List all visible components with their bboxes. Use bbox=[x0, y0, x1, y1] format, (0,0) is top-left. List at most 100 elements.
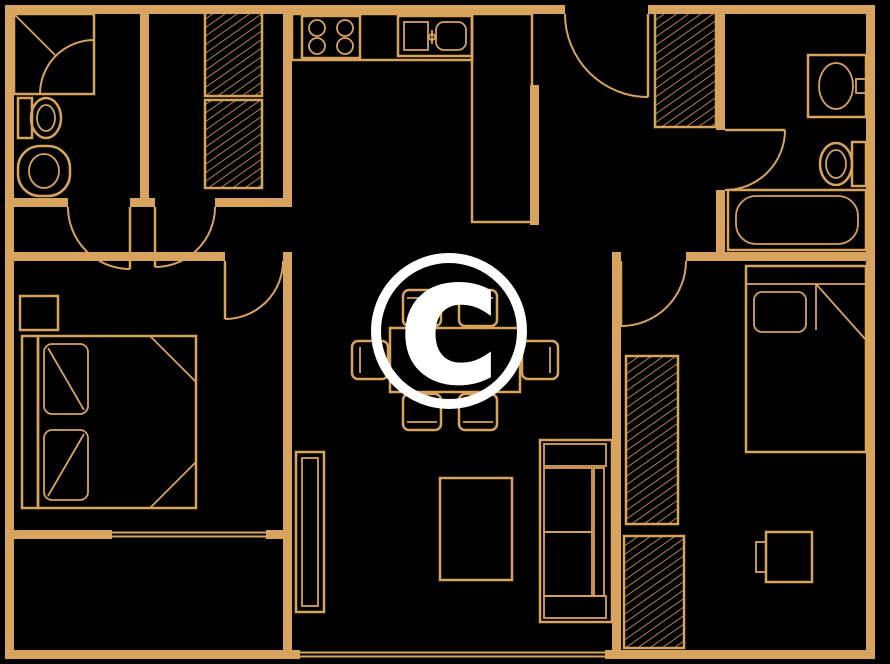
bathtub-outline bbox=[726, 188, 868, 252]
wall-bedroom-master-top bbox=[14, 252, 225, 261]
basin-outline bbox=[16, 144, 72, 198]
wall-corridor-a bbox=[14, 198, 68, 207]
toilet-bowl bbox=[29, 96, 63, 140]
shelf-outline bbox=[294, 450, 326, 614]
window-pane-line bbox=[300, 655, 605, 658]
bathtub-icon bbox=[726, 188, 868, 252]
dining-chair bbox=[457, 288, 499, 328]
wall-right-outer bbox=[866, 5, 875, 659]
wash-basin-icon bbox=[16, 144, 72, 198]
hatched-wardrobe-icon bbox=[203, 10, 264, 98]
desk-chair-icon bbox=[755, 530, 814, 584]
hatched-wardrobe-icon bbox=[622, 534, 686, 650]
bedroom-second bbox=[622, 264, 868, 650]
wall-hall-bath-upper bbox=[716, 5, 725, 130]
toilet-bowl bbox=[818, 141, 854, 187]
window-pane-line bbox=[300, 651, 605, 654]
wall-corridor-b bbox=[130, 198, 155, 207]
pillow bbox=[753, 291, 807, 333]
toilet-icon bbox=[16, 96, 63, 140]
shower-enclosure bbox=[12, 12, 96, 96]
pillow bbox=[43, 343, 89, 415]
chair-backrest bbox=[755, 541, 767, 573]
chair-seat bbox=[457, 288, 499, 328]
watermark-letter: C bbox=[401, 260, 496, 412]
basin-bowl bbox=[818, 62, 854, 110]
hatched-wardrobe-icon bbox=[203, 98, 264, 190]
windows bbox=[112, 530, 605, 659]
sofa-backrest bbox=[593, 467, 605, 597]
burner bbox=[336, 19, 354, 37]
hatched-coat-closet-icon bbox=[653, 10, 718, 129]
wall-top-outer-right bbox=[648, 5, 875, 14]
sink-unit bbox=[396, 14, 474, 58]
kitchen bbox=[290, 12, 534, 224]
window-gap bbox=[300, 650, 605, 659]
bedroom-master bbox=[18, 294, 198, 510]
bathtub-basin bbox=[735, 195, 859, 245]
sofa-cushion bbox=[543, 531, 593, 597]
door-swing-arc bbox=[224, 260, 284, 320]
window-pane-line bbox=[112, 535, 266, 538]
hatched-wardrobe-icon bbox=[624, 354, 680, 526]
tv-stand bbox=[438, 476, 514, 582]
sink-drainer bbox=[403, 21, 429, 51]
balcony-window bbox=[112, 530, 266, 539]
wall-bath-closet-divider bbox=[140, 5, 149, 207]
double-bed-icon bbox=[20, 334, 198, 510]
toilet-bowl-inner bbox=[36, 104, 56, 132]
burner bbox=[336, 37, 354, 55]
counter-side bbox=[470, 12, 534, 224]
pillow-fold bbox=[47, 347, 85, 411]
wall-bedroom-living-divider bbox=[283, 252, 292, 650]
toilet-icon bbox=[818, 140, 868, 188]
bedroom-master-door bbox=[223, 260, 284, 320]
bathroom-small bbox=[12, 12, 96, 198]
shower-door-arc bbox=[39, 39, 95, 95]
bathroom-small-door bbox=[67, 206, 132, 270]
wall-closet-kitchen-divider bbox=[283, 5, 292, 207]
faucet bbox=[855, 78, 867, 94]
walk-in-closet bbox=[203, 10, 264, 190]
chair-seat bbox=[350, 339, 390, 381]
living-room-window bbox=[300, 650, 605, 659]
dining-chair bbox=[520, 339, 560, 381]
wall-kitchen-hall-stub bbox=[530, 85, 539, 225]
bed-headboard bbox=[745, 265, 867, 285]
single-bed-icon bbox=[744, 264, 868, 454]
shower-cabin-icon bbox=[12, 12, 96, 96]
entry-hall bbox=[653, 10, 718, 129]
door-swing-arc bbox=[564, 13, 649, 98]
blanket-fold bbox=[149, 335, 197, 383]
door-swing-arc bbox=[154, 206, 216, 268]
shelf-unit-icon bbox=[294, 450, 326, 614]
faucet-base bbox=[428, 33, 436, 41]
bedroom-second-door bbox=[619, 260, 687, 327]
dining-chair bbox=[401, 288, 443, 328]
burner bbox=[308, 37, 326, 55]
cooktop-outline bbox=[300, 14, 362, 60]
bed-outline bbox=[36, 334, 198, 510]
wall-hall-bath-lower bbox=[716, 190, 725, 261]
pillow-fold bbox=[47, 433, 85, 497]
nightstand bbox=[18, 294, 60, 332]
wall-corridor-c bbox=[215, 198, 283, 207]
shelf-inner bbox=[301, 457, 319, 607]
entrance-door bbox=[564, 13, 650, 98]
toilet-bowl-inner bbox=[825, 149, 847, 179]
bathroom-main bbox=[726, 53, 868, 252]
shower-diagonal bbox=[13, 13, 57, 57]
wall-living-bedroom2-divider bbox=[612, 252, 621, 650]
window-gap bbox=[112, 530, 266, 539]
wash-basin-icon bbox=[806, 53, 868, 119]
sofa-outline bbox=[538, 438, 614, 624]
burner bbox=[308, 19, 326, 37]
sink-basin bbox=[435, 21, 467, 51]
window-pane-line bbox=[112, 531, 266, 534]
wall-left-outer bbox=[5, 5, 14, 659]
blanket-fold bbox=[815, 283, 867, 341]
cooktop-icon bbox=[300, 14, 362, 60]
pillow bbox=[43, 429, 89, 501]
watermark-circle bbox=[371, 253, 527, 409]
